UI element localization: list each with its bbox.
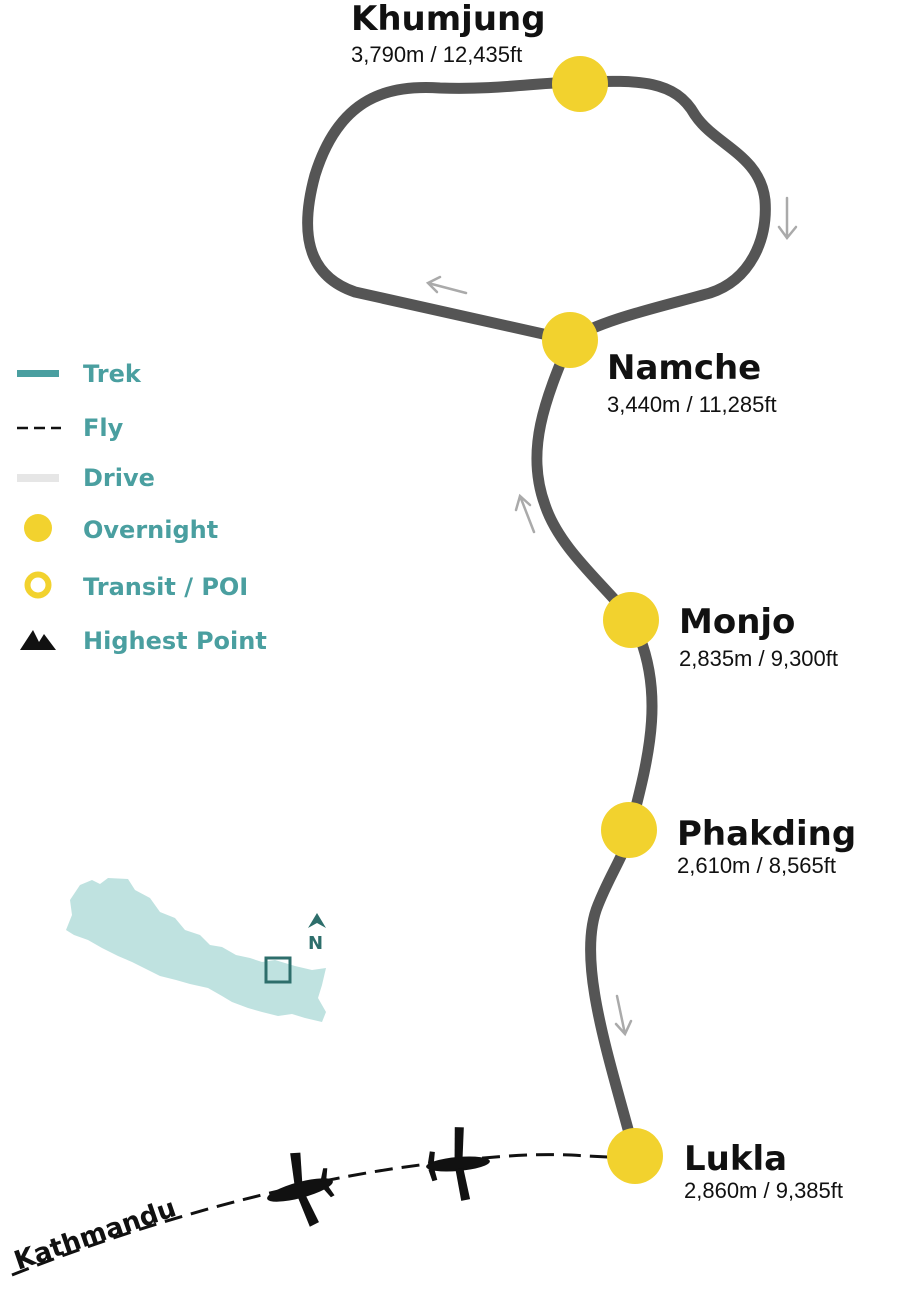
stop-namche-dot: [542, 312, 598, 368]
fly-route-line: [11, 1153, 609, 1277]
stop-lukla-elevation: 2,860m / 9,385ft: [684, 1178, 843, 1203]
legend-transit-label: Transit / POI: [83, 573, 248, 601]
legend-fly-label: Fly: [83, 414, 124, 442]
legend-overnight-label: Overnight: [83, 516, 218, 544]
nepal-map-icon: [66, 878, 326, 1022]
north-arrow-icon: [308, 913, 326, 928]
legend-highest-point-label: Highest Point: [83, 627, 267, 655]
airplane-icon: [267, 1152, 335, 1227]
inset-map: N: [66, 878, 326, 1022]
transit-ring-icon: [24, 571, 52, 599]
kathmandu-label: Kathmandu: [11, 1193, 180, 1276]
overnight-dot-icon: [24, 514, 52, 542]
arrow-icon: [514, 493, 536, 534]
mountain-icon: [20, 630, 56, 650]
stop-phakding-dot: [601, 802, 657, 858]
stop-monjo-name: Monjo: [679, 602, 795, 642]
stop-phakding-elevation: 2,610m / 8,565ft: [677, 853, 836, 878]
stop-monjo-elevation: 2,835m / 9,300ft: [679, 646, 838, 671]
stop-phakding-name: Phakding: [677, 814, 856, 854]
stop-namche-name: Namche: [607, 348, 761, 388]
stop-khumjung-dot: [552, 56, 608, 112]
stop-lukla-name: Lukla: [684, 1139, 787, 1179]
legend-drive-label: Drive: [83, 464, 155, 492]
airplane-icon: [426, 1127, 490, 1201]
arrow-icon: [777, 196, 798, 241]
drive-line-icon: [17, 474, 59, 482]
legend-trek-label: Trek: [83, 360, 142, 388]
stop-monjo-dot: [603, 592, 659, 648]
stop-namche-elevation: 3,440m / 11,285ft: [607, 392, 777, 417]
arrow-icon: [425, 275, 468, 295]
stop-khumjung-elevation: 3,790m / 12,435ft: [351, 42, 522, 67]
trek-line-icon: [17, 370, 59, 377]
stop-lukla-dot: [607, 1128, 663, 1184]
stop-khumjung-name: Khumjung: [351, 0, 546, 39]
trek-area-marker: [264, 956, 292, 984]
north-label: N: [308, 933, 323, 954]
arrow-icon: [614, 994, 633, 1037]
legend: Trek Fly Drive Overnight Transit / POI H…: [17, 360, 267, 655]
